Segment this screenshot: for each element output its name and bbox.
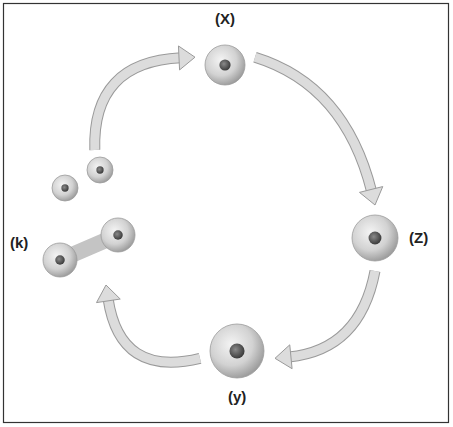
- cell-nucleus: [229, 343, 244, 358]
- cell-stage: (y): [200, 318, 275, 414]
- border-frame: [4, 4, 449, 423]
- arrow-body: [95, 58, 181, 150]
- cell-illustration: [345, 205, 445, 271]
- cell-nucleus: [219, 59, 230, 70]
- cell-body: [210, 324, 264, 378]
- cycle-arrow: [255, 57, 383, 205]
- arrow-head: [275, 345, 292, 369]
- cell-body: [205, 45, 245, 85]
- arrow-outline: [95, 58, 181, 150]
- cell-stage: (X): [195, 8, 255, 90]
- arrow-head: [97, 285, 121, 303]
- cell-stage: (k): [8, 150, 148, 285]
- arrow-head: [359, 187, 382, 205]
- cell-body: [52, 175, 78, 201]
- cycle-arrow: [275, 271, 375, 369]
- arrow-head: [178, 46, 195, 70]
- cell-nucleus: [113, 230, 123, 240]
- cell-body: [87, 157, 113, 183]
- arrow-outline: [289, 271, 375, 357]
- arrow-body: [289, 271, 375, 357]
- cell-body: [101, 218, 135, 252]
- stage-label: (X): [215, 10, 235, 28]
- arrow-outline: [108, 299, 200, 362]
- cell-nucleus: [369, 232, 382, 245]
- stage-label: (k): [10, 234, 28, 252]
- cell-body: [43, 243, 77, 277]
- cell-illustration: [8, 150, 148, 285]
- stage-label: (y): [228, 388, 246, 406]
- cell-nucleus: [55, 255, 65, 265]
- cycle-arrow: [97, 285, 200, 362]
- arrow-body: [255, 57, 372, 191]
- cell-stage: (Z): [345, 205, 445, 271]
- cell-body: [352, 215, 398, 261]
- arrow-body: [108, 299, 200, 362]
- cell-nucleus: [96, 166, 103, 173]
- arrow-outline: [255, 57, 372, 191]
- cycle-arrow: [95, 46, 195, 150]
- cell-nucleus: [61, 184, 68, 191]
- stage-label: (Z): [409, 229, 428, 247]
